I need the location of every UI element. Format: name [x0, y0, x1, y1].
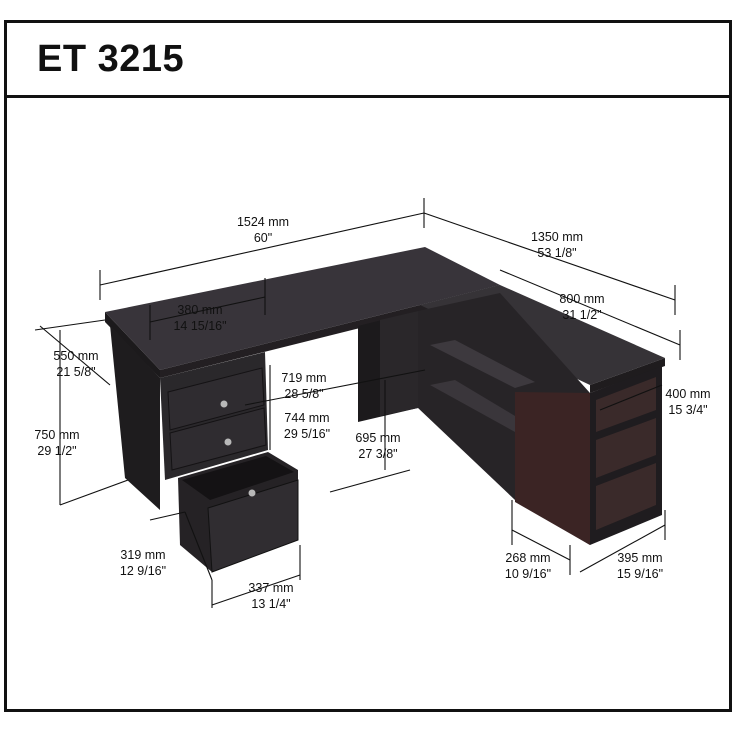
- label-drawer-height-mm: 719 mm: [281, 371, 326, 385]
- label-file-depth-mm: 319 mm: [120, 548, 165, 562]
- label-top-width-in: 60": [254, 231, 272, 245]
- label-return-top-mm: 800 mm: [559, 292, 604, 306]
- label-shelf-depth-mm: 395 mm: [617, 551, 662, 565]
- label-depth-in: 21 5/8": [56, 365, 95, 379]
- return-inner-shelf-1: [430, 340, 535, 388]
- label-shelf-height-in: 10 9/16": [505, 567, 551, 581]
- label-drawer-height-in: 28 5/8": [284, 387, 323, 401]
- file-drawer-knob: [248, 489, 256, 497]
- center-leg-face: [380, 311, 418, 416]
- dimension-labels: 1524 mm 60" 1350 mm 53 1/8" 800 mm 31 1/…: [34, 215, 710, 611]
- label-top-width-mm: 1524 mm: [237, 215, 289, 229]
- label-depth-mm: 550 mm: [53, 349, 98, 363]
- label-knee-height-mm: 744 mm: [284, 411, 329, 425]
- label-drawer-width-mm: 380 mm: [177, 303, 222, 317]
- file-drawer-inside: [182, 456, 294, 500]
- product-title: ET 3215: [37, 38, 185, 80]
- dimension-lines: [34, 198, 681, 608]
- file-drawer-front: [207, 479, 299, 573]
- label-leg-height-mm: 695 mm: [355, 431, 400, 445]
- label-shelf-depth-in: 15 9/16": [617, 567, 663, 581]
- label-file-width-mm: 337 mm: [248, 581, 293, 595]
- return-inner-shelf-2: [430, 380, 530, 432]
- pedestal-side: [110, 325, 160, 510]
- return-top-edge: [590, 358, 665, 393]
- drawer-2-knob: [224, 438, 232, 446]
- end-bookcase-cubby-1: [596, 377, 656, 432]
- label-shelf-height-mm: 268 mm: [505, 551, 550, 565]
- label-file-depth-in: 12 9/16": [120, 564, 166, 578]
- drawer-1-knob: [220, 400, 228, 408]
- label-return-top-in: 31 1/2": [562, 308, 601, 322]
- desk-top-edge-long: [160, 285, 500, 378]
- label-knee-height-in: 29 5/16": [284, 427, 330, 441]
- end-bookcase-cubby-2: [596, 418, 656, 478]
- label-leg-height-in: 27 3/8": [358, 447, 397, 461]
- label-return-length-mm: 1350 mm: [531, 230, 583, 244]
- drawer-1: [167, 367, 265, 431]
- wood-end-panel: [515, 392, 590, 545]
- label-return-depth-mm: 400 mm: [665, 387, 710, 401]
- title-bar: ET 3215: [7, 23, 729, 98]
- drawer-2: [169, 407, 267, 471]
- label-file-width-in: 13 1/4": [251, 597, 290, 611]
- label-return-length-in: 53 1/8": [537, 246, 576, 260]
- label-total-height-mm: 750 mm: [34, 428, 79, 442]
- desk-top-surface: [105, 247, 500, 370]
- end-bookcase-cubby-3: [596, 463, 656, 530]
- label-return-depth-in: 15 3/4": [668, 403, 707, 417]
- label-drawer-width-in: 14 15/16": [173, 319, 226, 333]
- desk-top-front-edge: [105, 312, 160, 378]
- desk-illustration: [105, 247, 665, 573]
- label-total-height-in: 29 1/2": [37, 444, 76, 458]
